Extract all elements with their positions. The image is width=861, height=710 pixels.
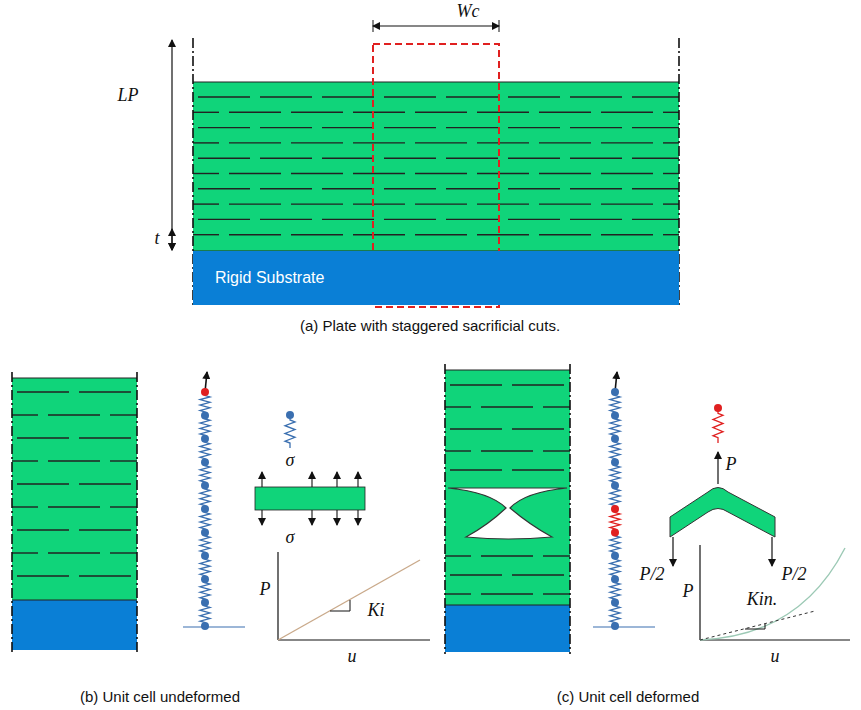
axis-label: u <box>348 647 357 667</box>
force-label: P/2 <box>782 565 807 585</box>
stiffness-label: Ki <box>367 601 384 621</box>
stress-label: σ <box>286 451 295 471</box>
substrate-band: Rigid Substrate <box>193 251 679 305</box>
band-label: Rigid Substrate <box>193 269 324 287</box>
dimension-label: Wc <box>457 2 480 22</box>
caption: (c) Unit cell deformed <box>557 689 700 706</box>
stress-label: σ <box>286 528 295 548</box>
dimension-label: t <box>154 229 159 249</box>
caption: (a) Plate with staggered sacrificial cut… <box>300 318 560 335</box>
axis-label: P <box>260 580 271 600</box>
axis-label: P <box>683 582 694 602</box>
caption: (b) Unit cell undeformed <box>80 689 240 706</box>
force-label: P <box>726 455 737 475</box>
axis-label: u <box>771 647 780 667</box>
dimension-label: LP <box>117 86 138 106</box>
stiffness-label: Kin. <box>747 590 778 610</box>
force-label: P/2 <box>640 565 665 585</box>
